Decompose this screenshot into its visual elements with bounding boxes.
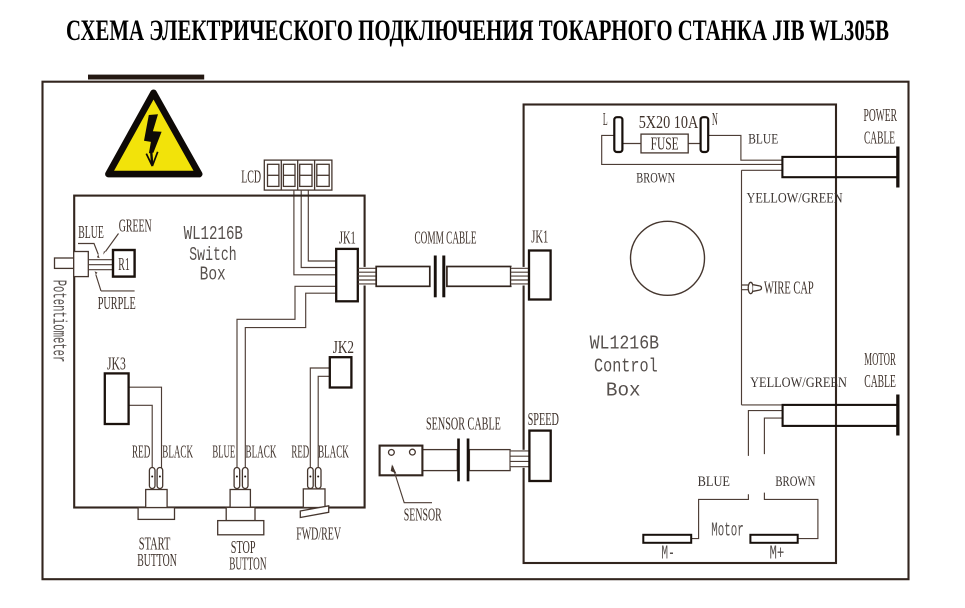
svg-text:STOP: STOP	[231, 537, 256, 557]
svg-text:YELLOW/GREEN: YELLOW/GREEN	[747, 190, 843, 206]
svg-text:PURPLE: PURPLE	[98, 293, 136, 313]
svg-text:YELLOW/GREEN: YELLOW/GREEN	[750, 375, 847, 391]
svg-text:START: START	[139, 534, 171, 554]
svg-text:СХЕМА ЭЛЕКТРИЧЕСКОГО ПОДКЛЮЧЕН: СХЕМА ЭЛЕКТРИЧЕСКОГО ПОДКЛЮЧЕНИЯ ТОКАРНО…	[66, 14, 889, 47]
svg-text:BLUE: BLUE	[212, 441, 235, 461]
svg-text:MOTOR: MOTOR	[864, 349, 896, 369]
svg-text:WL1216B: WL1216B	[184, 223, 243, 245]
svg-text:BROWN: BROWN	[775, 474, 815, 490]
svg-text:Motor: Motor	[711, 519, 744, 541]
svg-text:Switch: Switch	[189, 244, 236, 266]
svg-text:Box: Box	[606, 379, 641, 401]
svg-text:GREEN: GREEN	[119, 216, 152, 236]
svg-text:R1: R1	[118, 254, 130, 274]
svg-text:BLACK: BLACK	[318, 441, 349, 461]
svg-text:FWD/REV: FWD/REV	[296, 523, 341, 543]
svg-text:CABLE: CABLE	[864, 127, 895, 147]
svg-text:CABLE: CABLE	[864, 371, 896, 391]
svg-text:POWER: POWER	[864, 105, 898, 125]
svg-text:L: L	[603, 109, 608, 129]
svg-text:N: N	[712, 109, 718, 129]
svg-text:LCD: LCD	[241, 166, 261, 186]
svg-text:BROWN: BROWN	[636, 170, 675, 186]
svg-text:Control: Control	[594, 356, 658, 378]
svg-text:BLACK: BLACK	[246, 441, 277, 461]
svg-text:FUSE: FUSE	[651, 134, 679, 154]
svg-text:SENSOR CABLE: SENSOR CABLE	[426, 413, 501, 433]
svg-text:BLACK: BLACK	[162, 441, 193, 461]
svg-text:RED: RED	[132, 441, 150, 461]
svg-text:5X20 10A: 5X20 10A	[639, 112, 699, 132]
svg-text:M-: M-	[661, 543, 674, 565]
svg-text:Potentiometer: Potentiometer	[48, 280, 70, 363]
svg-text:SENSOR: SENSOR	[404, 505, 442, 525]
svg-text:JK1: JK1	[531, 226, 548, 246]
svg-text:JK3: JK3	[107, 354, 126, 374]
svg-text:BLUE: BLUE	[698, 474, 730, 490]
svg-text:JK2: JK2	[333, 337, 354, 357]
svg-text:WL1216B: WL1216B	[590, 332, 660, 354]
svg-text:COMM CABLE: COMM CABLE	[415, 228, 477, 248]
svg-text:Box: Box	[200, 263, 226, 285]
svg-text:BUTTON: BUTTON	[229, 553, 266, 573]
svg-text:RED: RED	[291, 441, 309, 461]
svg-text:M+: M+	[770, 543, 785, 565]
svg-text:JK1: JK1	[339, 228, 356, 248]
svg-text:SPEED: SPEED	[528, 409, 559, 429]
svg-text:BLUE: BLUE	[78, 222, 104, 242]
svg-text:BUTTON: BUTTON	[137, 550, 177, 570]
svg-text:WIRE CAP: WIRE CAP	[764, 278, 814, 298]
svg-text:BLUE: BLUE	[748, 132, 778, 148]
